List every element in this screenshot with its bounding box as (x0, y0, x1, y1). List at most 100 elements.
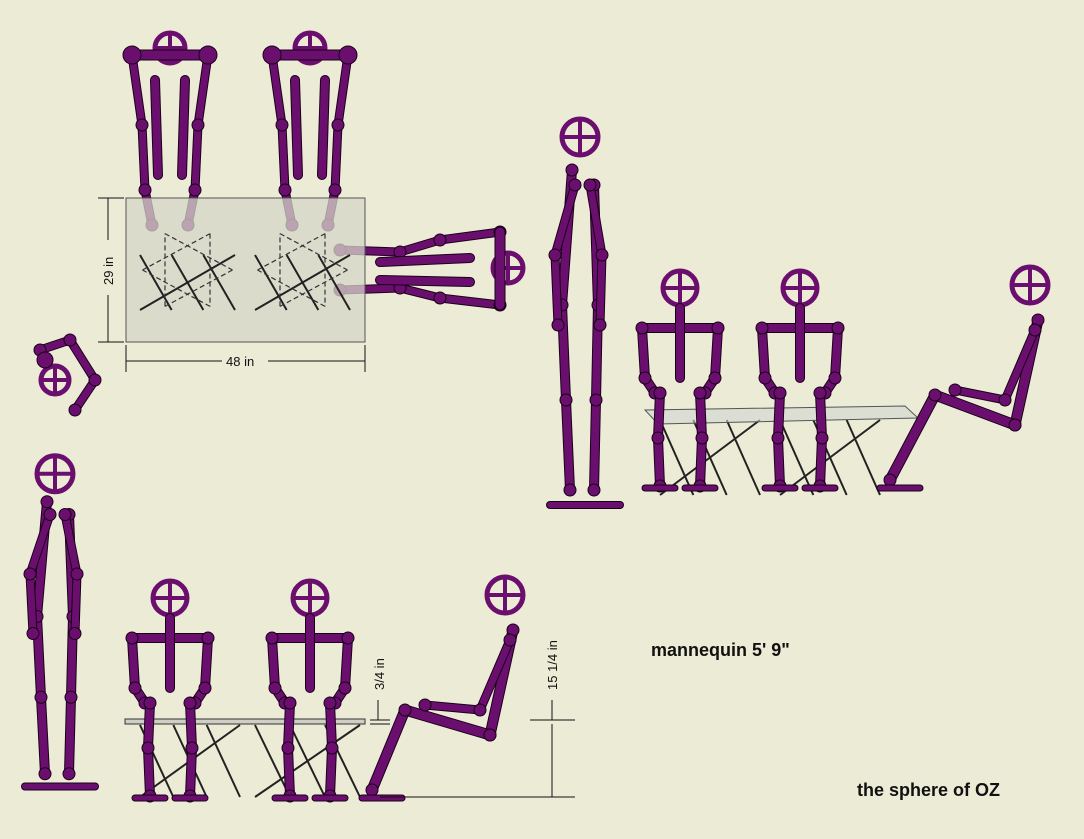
joint (773, 386, 787, 400)
limb (885, 390, 940, 485)
table-frame-hex (257, 269, 326, 307)
table-frame-strut (254, 254, 288, 311)
joint (265, 631, 279, 645)
joint (695, 431, 709, 445)
dim-table-height: 15 1/4 in (545, 640, 560, 690)
joint (331, 118, 345, 132)
limb (37, 693, 49, 778)
limb (551, 181, 579, 259)
joint (433, 233, 447, 247)
joint (433, 291, 447, 305)
limb (696, 389, 706, 442)
limb (61, 511, 81, 578)
limb (1001, 326, 1039, 404)
mannequin-standing (546, 116, 624, 509)
limb (194, 51, 212, 129)
joint (559, 393, 573, 407)
joint (62, 767, 76, 781)
top-view-table (125, 197, 366, 343)
limb (334, 51, 352, 129)
joint (589, 393, 603, 407)
joint (418, 698, 432, 712)
limb (201, 634, 212, 692)
limb (476, 636, 514, 714)
joint (122, 45, 142, 65)
joint (185, 741, 199, 755)
joint (831, 321, 845, 335)
table-frame-strut (254, 724, 361, 798)
joint (341, 631, 355, 645)
joint (143, 696, 157, 710)
limb (278, 121, 289, 194)
joint (36, 351, 54, 369)
joint (128, 681, 142, 695)
mannequin-standing (21, 453, 99, 791)
table-frame-hex (142, 269, 211, 307)
joint (141, 741, 155, 755)
joint (281, 741, 295, 755)
limb (341, 634, 352, 692)
limb (326, 744, 336, 800)
joint (828, 371, 842, 385)
joint (771, 431, 785, 445)
joint (38, 767, 52, 781)
joint (563, 483, 577, 497)
joint (325, 741, 339, 755)
limb (711, 324, 722, 382)
credit-text: the sphere of OZ (857, 780, 1001, 800)
limb (26, 570, 37, 637)
joint (398, 703, 412, 717)
table-frame-hex (164, 269, 233, 307)
limb (71, 570, 81, 637)
limb (178, 76, 189, 179)
joint (88, 373, 102, 387)
limb (930, 390, 1020, 430)
joint (188, 183, 202, 197)
table-frame-strut (725, 419, 761, 496)
joint (23, 567, 37, 581)
joint (338, 45, 358, 65)
mannequin-caption: mannequin 5' 9" (651, 640, 790, 660)
limb (376, 276, 474, 286)
limb (400, 705, 495, 740)
limb (186, 744, 196, 800)
joint (635, 321, 649, 335)
mannequin-seated-front (755, 268, 845, 493)
joint (58, 508, 72, 521)
joint (40, 495, 54, 509)
mannequin-figures-overlay (21, 116, 1051, 803)
joint (201, 631, 215, 645)
joint (948, 383, 962, 397)
limb (816, 434, 826, 490)
joint (473, 703, 487, 717)
joint (43, 508, 57, 521)
table-frame-strut (205, 724, 241, 798)
table-frame-hex (257, 233, 326, 271)
limb (66, 336, 99, 384)
table-frame-strut (139, 254, 236, 311)
joint (138, 183, 152, 197)
limb (191, 121, 202, 194)
mannequin-seated-side (876, 264, 1051, 492)
table-frame-strut (845, 419, 881, 496)
limb (816, 389, 826, 442)
joint (125, 631, 139, 645)
joint (583, 178, 597, 192)
mannequin-seated-side (358, 574, 526, 802)
table-frame-strut (779, 419, 815, 496)
joint (275, 118, 289, 132)
mannequin-small-view (33, 333, 102, 417)
table-frame-strut (139, 254, 173, 311)
limb (696, 434, 706, 490)
limb (396, 236, 444, 256)
table-frame-hex (164, 233, 233, 271)
limb (268, 634, 279, 692)
joint (63, 333, 77, 347)
limb (596, 251, 606, 329)
joint (593, 318, 607, 332)
joint (1028, 323, 1042, 337)
limb (326, 699, 336, 752)
table-frame-strut (659, 419, 761, 496)
table-frame-hex (279, 269, 348, 307)
